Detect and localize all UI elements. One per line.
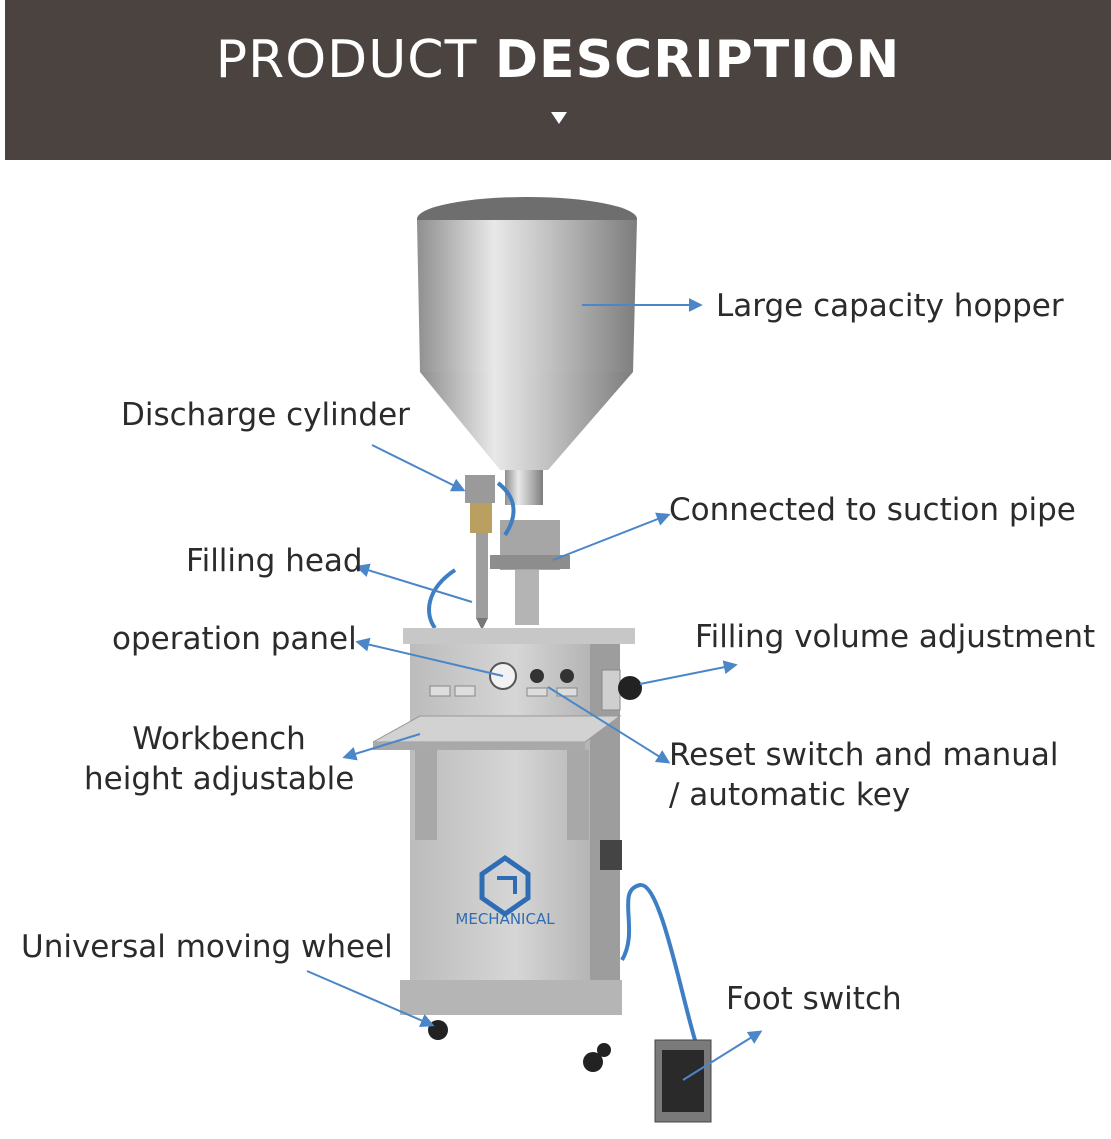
caret-down-icon [551, 112, 567, 124]
label-filling-volume: Filling volume adjustment [695, 619, 1096, 655]
valve-block [490, 520, 570, 625]
label-operation-panel: operation panel [112, 621, 357, 657]
label-workbench-line1: Workbench [132, 721, 306, 757]
title-bold: DESCRIPTION [494, 30, 901, 90]
title-light: PRODUCT [215, 30, 478, 90]
discharge-cylinder [465, 475, 495, 630]
arrow-workbench [342, 733, 421, 761]
arrow-reset [547, 686, 671, 764]
logo-text: MECHANICAL [455, 910, 555, 928]
foot-switch-cable [620, 883, 697, 1041]
foot-switch [654, 1039, 712, 1123]
label-filling-head: Filling head [186, 543, 363, 579]
label-reset-switch: Reset switch and manual / automatic key [669, 735, 1059, 816]
label-reset-line1: Reset switch and manual [669, 737, 1059, 773]
arrow-suction [552, 512, 671, 561]
label-reset-line2: / automatic key [669, 777, 911, 814]
logo [479, 854, 531, 918]
hopper [417, 197, 637, 505]
page-title: PRODUCT DESCRIPTION [5, 30, 1111, 90]
label-foot-switch: Foot switch [726, 981, 902, 1017]
arrow-discharge-a [371, 444, 466, 492]
arrow-foot [682, 1030, 763, 1081]
arrow-filling-head [355, 563, 473, 603]
label-discharge-cylinder: Discharge cylinder [121, 397, 410, 433]
label-moving-wheel: Universal moving wheel [21, 929, 393, 965]
label-workbench: Workbench height adjustable [84, 719, 354, 800]
callout-arrows [306, 298, 763, 1081]
workbench [372, 715, 622, 840]
arrow-volume [639, 660, 738, 685]
label-suction-pipe: Connected to suction pipe [669, 492, 1076, 528]
label-workbench-line2: height adjustable [84, 761, 355, 798]
air-tube [427, 481, 516, 630]
volume-knob [601, 669, 642, 711]
header-banner: PRODUCT DESCRIPTION [5, 0, 1111, 160]
label-hopper: Large capacity hopper [716, 288, 1064, 324]
wheels [428, 1020, 611, 1072]
arrow-panel [355, 637, 504, 677]
arrow-wheel [306, 970, 435, 1027]
